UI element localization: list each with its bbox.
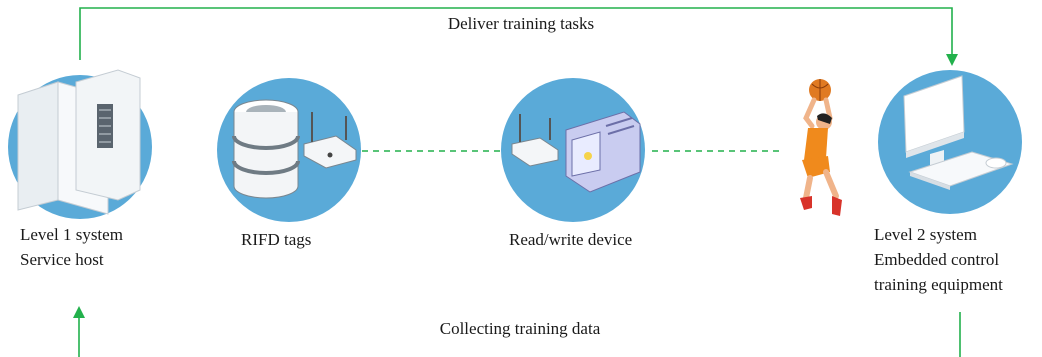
deliver-arrow bbox=[79, 7, 953, 60]
level2-label-line3: training equipment bbox=[874, 275, 1003, 294]
desktop-computer-icon bbox=[878, 70, 1022, 214]
collect-arrow-head bbox=[73, 306, 85, 318]
server-rack-icon bbox=[8, 69, 152, 219]
level1-label-line1: Level 1 system bbox=[20, 225, 123, 244]
basketball-player-icon bbox=[800, 79, 842, 216]
level2-label-line1: Level 2 system bbox=[874, 225, 977, 244]
rfid-label: RIFD tags bbox=[241, 230, 312, 249]
collect-label: Collecting training data bbox=[439, 319, 601, 338]
level2-label-line2: Embedded control bbox=[874, 250, 1000, 269]
reader-label: Read/write device bbox=[509, 230, 633, 249]
router-and-reader-device-icon bbox=[501, 78, 645, 222]
database-and-router-icon bbox=[217, 78, 361, 222]
deliver-arrow-head bbox=[946, 54, 958, 66]
level1-label-line2: Service host bbox=[20, 250, 104, 269]
deliver-label: Deliver training tasks bbox=[447, 14, 595, 33]
